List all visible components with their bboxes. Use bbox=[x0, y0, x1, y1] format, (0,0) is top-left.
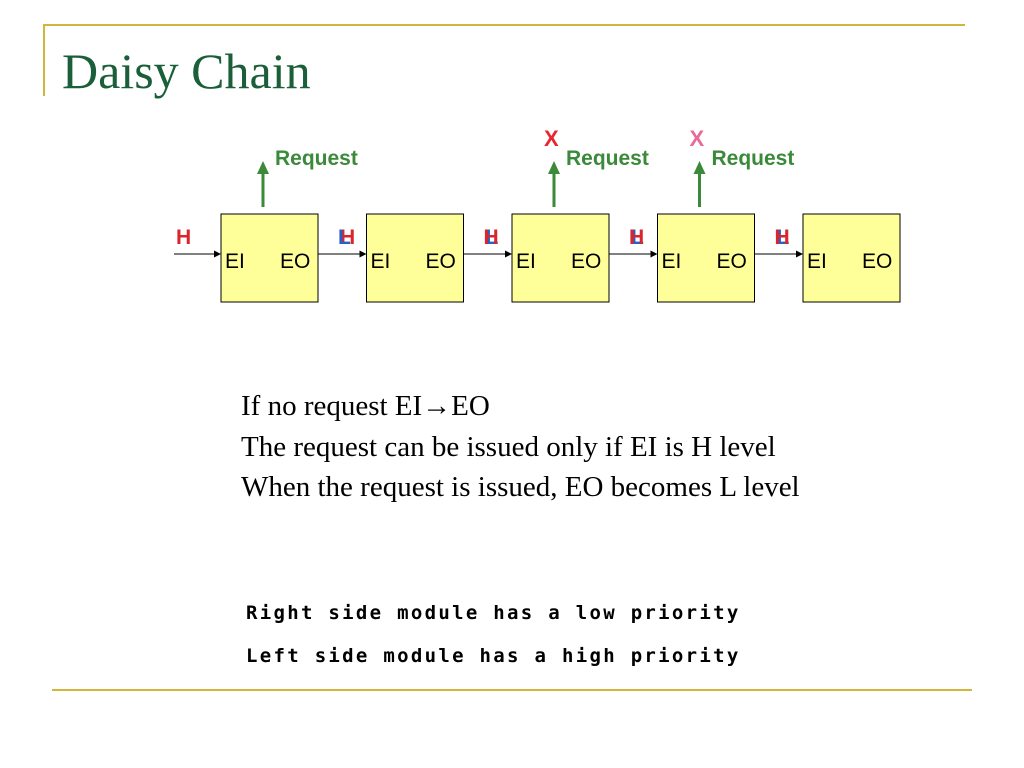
signal-level-back: L bbox=[486, 226, 499, 249]
module-ei-label: EI bbox=[807, 250, 827, 273]
module-box bbox=[366, 213, 464, 303]
signal-level-front: H bbox=[484, 226, 499, 249]
slide-title: Daisy Chain bbox=[62, 43, 311, 99]
explanation-text: If no request EI→EO The request can be i… bbox=[241, 386, 800, 508]
signal-level-back: L bbox=[777, 226, 790, 249]
request-cancel-mark: X bbox=[544, 126, 559, 151]
priority-note-right: Right side module has a low priority bbox=[246, 602, 741, 624]
module-box bbox=[802, 213, 901, 303]
module-eo-label: EO bbox=[280, 250, 310, 273]
priority-notes: Right side module has a low priority Lef… bbox=[246, 592, 741, 678]
signal-level-back: L bbox=[631, 226, 644, 249]
bullet-line-2: The request can be issued only if EI is … bbox=[241, 430, 776, 463]
signal-level-back: H bbox=[340, 226, 355, 249]
module-box bbox=[220, 213, 319, 303]
bullet-line-3: When the request is issued, EO becomes L… bbox=[241, 471, 800, 503]
module-eo-label: EO bbox=[571, 250, 601, 273]
signal-level-front: H bbox=[176, 226, 191, 249]
signal-level-front: L bbox=[338, 226, 351, 249]
module-ei-label: EI bbox=[662, 250, 682, 273]
module-eo-label: EO bbox=[717, 250, 747, 273]
request-arrow-head bbox=[548, 161, 560, 174]
signal-level-front: H bbox=[629, 226, 644, 249]
request-label: Request bbox=[275, 147, 358, 170]
request-arrow-head bbox=[693, 161, 706, 174]
module-box bbox=[657, 213, 755, 303]
signal-level-front: H bbox=[775, 226, 790, 249]
module-ei-label: EI bbox=[371, 250, 391, 273]
module-eo-label: EO bbox=[862, 250, 892, 273]
module-ei-label: EI bbox=[225, 250, 245, 273]
request-arrow-head bbox=[257, 161, 269, 174]
module-box bbox=[511, 213, 610, 303]
module-eo-label: EO bbox=[426, 250, 456, 273]
priority-note-left: Left side module has a high priority bbox=[246, 645, 741, 667]
bullet-line-1: If no request EI→EO bbox=[241, 390, 490, 422]
module-ei-label: EI bbox=[516, 250, 536, 273]
request-cancel-mark: X bbox=[690, 126, 705, 151]
request-label: Request bbox=[566, 147, 649, 170]
slide-frame-top bbox=[43, 24, 965, 26]
slide-frame-bottom bbox=[52, 689, 972, 691]
slide-frame-left bbox=[43, 24, 45, 96]
request-label: Request bbox=[712, 147, 795, 170]
